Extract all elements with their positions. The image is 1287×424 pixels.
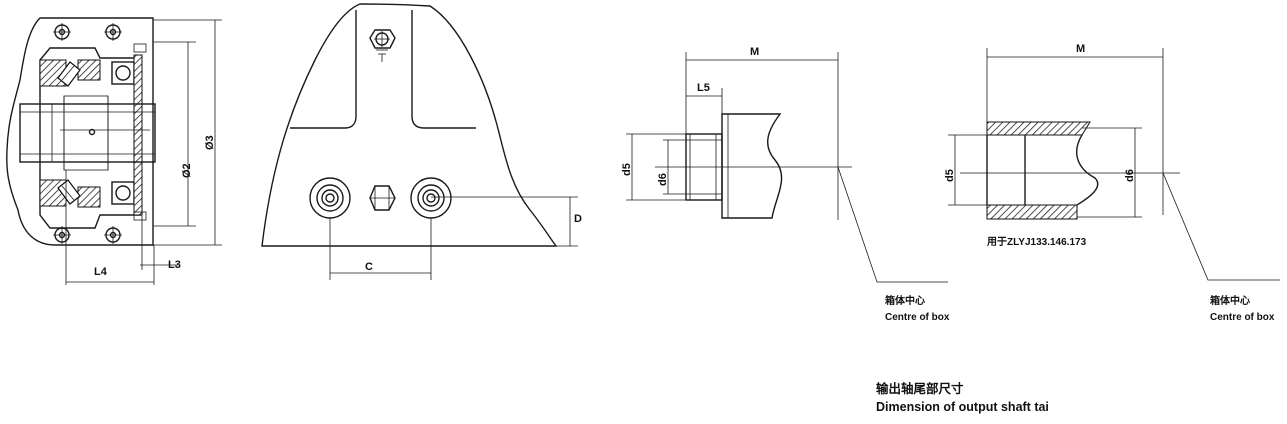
box-centre-en-b: Centre of box — [1210, 312, 1275, 323]
dim-d6-b: d6 — [1124, 169, 1136, 182]
dim-m-b: M — [1076, 43, 1085, 55]
dim-l4: L4 — [94, 266, 108, 278]
shaft-tail-view-a — [626, 52, 948, 283]
housing-side-view — [261, 3, 578, 280]
dim-d5-b: d5 — [944, 169, 956, 182]
box-centre-cn-a: 箱体中心 — [885, 294, 925, 307]
caption-cn: 输出轴尾部尺寸 — [876, 381, 964, 396]
dim-m-a: M — [750, 46, 759, 58]
dim-d: D — [574, 213, 582, 225]
box-centre-cn-b: 箱体中心 — [1210, 294, 1250, 307]
dim-d5-a: d5 — [621, 163, 633, 176]
dim-l3: L3 — [168, 259, 181, 271]
dim-d2: Ø2 — [181, 163, 193, 178]
dim-c: C — [365, 261, 373, 273]
dim-d6-a: d6 — [657, 173, 669, 186]
dim-d3: Ø3 — [204, 135, 216, 150]
flange-section-view — [6, 17, 222, 285]
dim-l5: L5 — [697, 82, 710, 94]
shaft-tail-view-b — [948, 48, 1280, 281]
model-note: 用于ZLYJ133.146.173 — [986, 236, 1087, 248]
box-centre-en-a: Centre of box — [885, 312, 950, 323]
caption-en: Dimension of output shaft tai — [876, 400, 1049, 414]
